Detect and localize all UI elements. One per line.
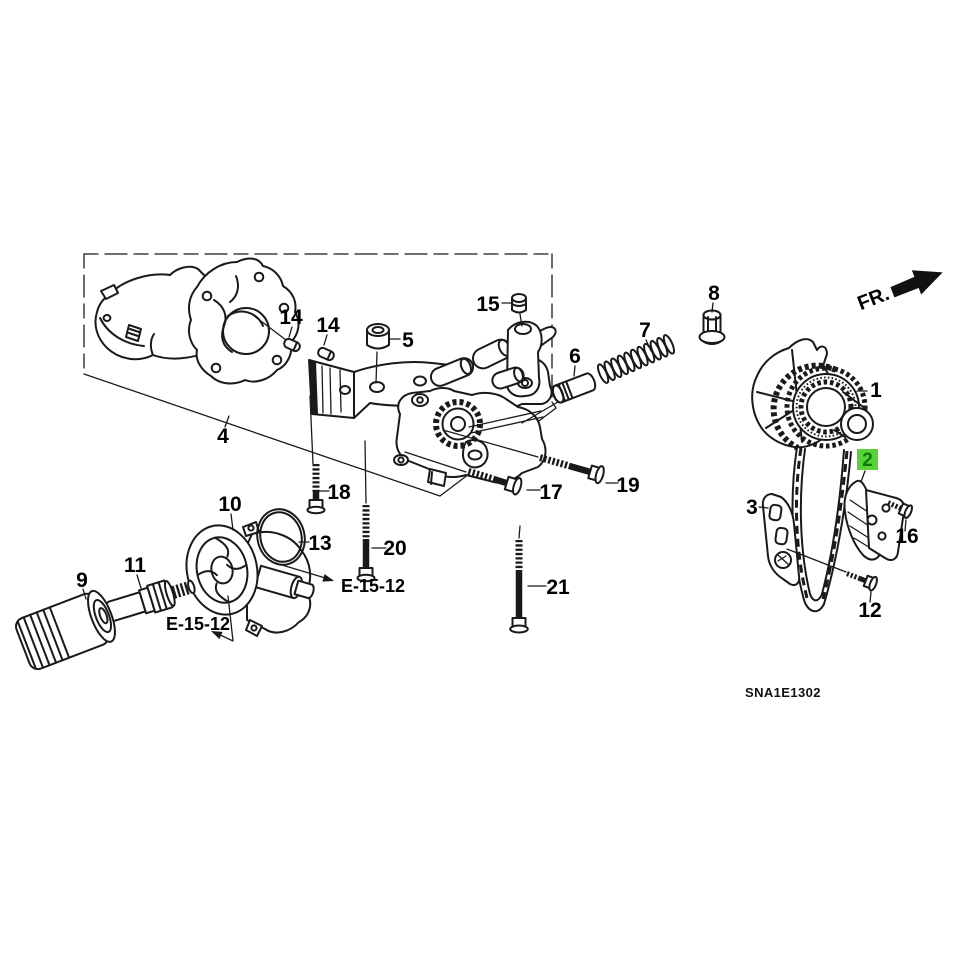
callout-19: 19 <box>616 474 639 497</box>
diagram-code: SNA1E1302 <box>745 685 821 700</box>
part-18-bolt-drawing <box>306 464 326 515</box>
part-16-bolt-drawing <box>887 500 913 519</box>
part-8-cap-nut-drawing <box>698 309 726 345</box>
callout-14b: 14 <box>316 314 340 337</box>
callout-21: 21 <box>546 576 570 599</box>
callout-leader-lines <box>82 302 907 642</box>
callout-15: 15 <box>476 293 500 316</box>
callout-7: 7 <box>639 319 651 342</box>
part-21-bolt-drawing <box>509 525 529 634</box>
part-10-housing-drawing <box>185 521 315 637</box>
tensioner-bolt-axis-line <box>786 548 847 573</box>
callout-10: 10 <box>218 493 241 516</box>
fr-direction-icon: FR. <box>854 270 943 315</box>
callout-18: 18 <box>327 481 351 504</box>
part-3-chain-guide-drawing <box>761 493 801 586</box>
callout-12: 12 <box>858 599 881 622</box>
callout-1: 1 <box>870 379 882 402</box>
callout-20: 20 <box>383 537 406 560</box>
part-15-pin-drawing <box>511 293 527 327</box>
part-4-pump-cover-drawing <box>94 257 300 385</box>
part-2-tensioner-drawing <box>843 479 906 561</box>
fr-label: FR. <box>854 283 892 315</box>
bolt-alignment-lines <box>309 395 367 504</box>
callout-4: 4 <box>217 425 229 448</box>
callout-8: 8 <box>708 282 720 305</box>
part-1-sprocket-drawing <box>751 338 874 451</box>
pump-body-drawing <box>393 387 559 487</box>
ref-code-right: E-15-12 <box>341 576 405 596</box>
fr-arrow-icon <box>890 270 943 298</box>
ref-arrowhead-left <box>211 631 223 640</box>
part-17-bolt-drawing <box>467 468 523 496</box>
callout-6: 6 <box>569 345 581 368</box>
part-20-bolt-drawing <box>356 505 376 583</box>
callout-3: 3 <box>746 496 758 519</box>
callout-5: 5 <box>402 329 414 352</box>
part-9-oil-filter-drawing <box>15 589 116 671</box>
callout-13: 13 <box>308 532 331 555</box>
callout-2-highlighted[interactable]: 2 <box>857 449 878 471</box>
cam-chain-drawing <box>791 446 852 613</box>
callout-16: 16 <box>895 525 918 548</box>
part-13-gasket-drawing <box>256 508 306 566</box>
part-14-dowel-pin-b <box>317 346 335 362</box>
part-6-plug-drawing <box>551 372 597 404</box>
ref-arrowhead-right <box>322 574 334 582</box>
ref-code-left: E-15-12 <box>166 614 230 634</box>
callout-14a: 14 <box>279 306 303 329</box>
part-12-bolt-drawing <box>846 571 878 592</box>
part-5-bushing-drawing <box>366 323 390 384</box>
callout-2-highlight-box[interactable] <box>857 449 878 470</box>
callout-11: 11 <box>124 554 147 577</box>
callout-2[interactable]: 2 <box>862 450 873 471</box>
part-19-bolt-drawing <box>539 454 605 485</box>
callout-17: 17 <box>539 481 562 504</box>
callout-9: 9 <box>76 569 88 592</box>
part-14-dowel-pin-a <box>283 337 301 353</box>
part-7-spring-drawing <box>596 334 676 384</box>
